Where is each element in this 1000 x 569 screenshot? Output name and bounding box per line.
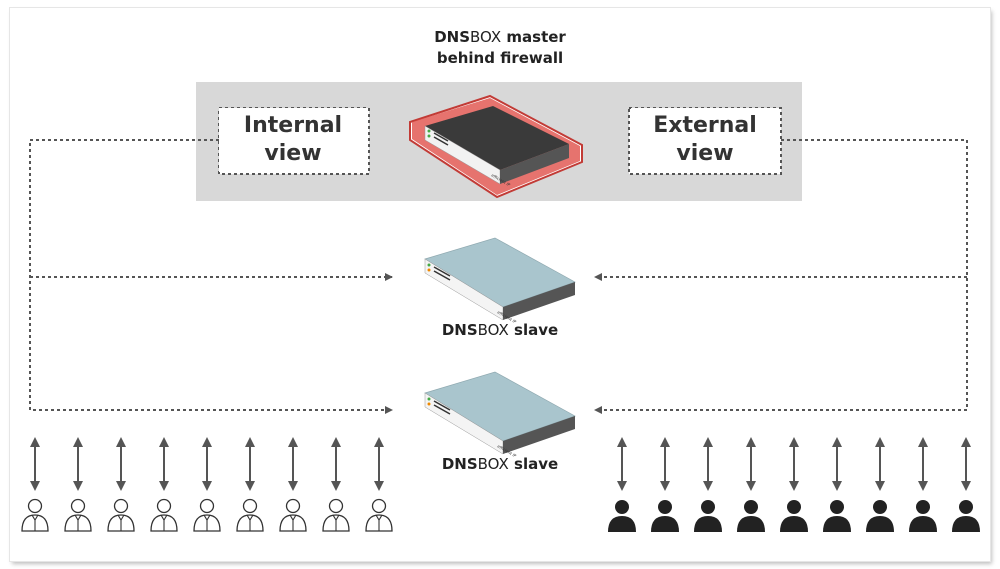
- slave1-label: DNSBOX slave: [441, 321, 559, 339]
- slave2-device-icon: efficient iP: [424, 371, 576, 459]
- user-outline-icon: [365, 437, 393, 532]
- master-device-icon: efficient iP: [409, 94, 583, 199]
- internal-view-line1: Internal: [243, 113, 343, 138]
- external-view-box: External view: [631, 108, 779, 172]
- slave1-device-icon: efficient iP: [424, 237, 576, 325]
- user-filled-icon: [952, 437, 980, 532]
- user-outline-icon: [150, 437, 178, 532]
- user-outline-icon: [279, 437, 307, 532]
- master-label: DNSBOX master behind firewall: [434, 28, 566, 67]
- external-view-connections: [594, 139, 968, 414]
- user-filled-icon: [737, 437, 765, 532]
- internal-view-connections: [29, 139, 393, 414]
- user-outline-icon: [236, 437, 264, 532]
- internal-users-group: [21, 437, 393, 532]
- user-filled-icon: [909, 437, 937, 532]
- user-outline-icon: [107, 437, 135, 532]
- external-view-line1: External: [653, 113, 757, 138]
- user-filled-icon: [608, 437, 636, 532]
- user-outline-icon: [64, 437, 92, 532]
- external-view-line2: view: [676, 141, 734, 166]
- internal-view-box: Internal view: [219, 108, 367, 172]
- user-filled-icon: [823, 437, 851, 532]
- user-outline-icon: [21, 437, 49, 532]
- user-filled-icon: [651, 437, 679, 532]
- user-filled-icon: [780, 437, 808, 532]
- slave2-label: DNSBOX slave: [441, 455, 559, 473]
- internal-view-line2: view: [264, 141, 322, 166]
- external-users-group: [608, 437, 980, 532]
- user-filled-icon: [866, 437, 894, 532]
- user-filled-icon: [694, 437, 722, 532]
- user-outline-icon: [322, 437, 350, 532]
- user-outline-icon: [193, 437, 221, 532]
